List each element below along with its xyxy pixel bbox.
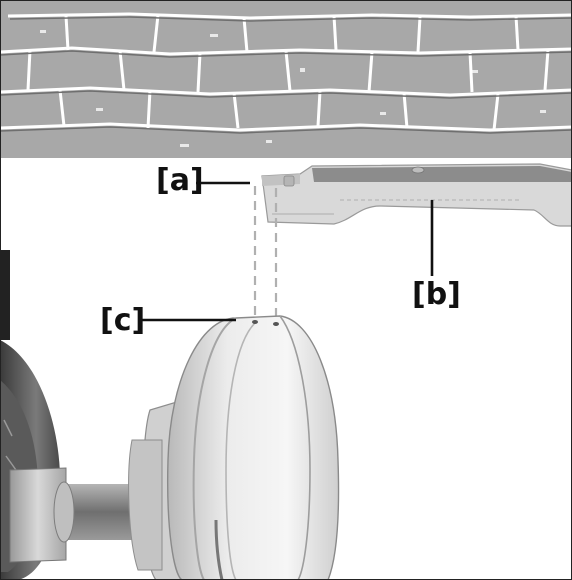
callout-a: [a]: [156, 163, 204, 198]
leader-lines: [140, 181, 434, 322]
callout-b: [b]: [412, 277, 461, 312]
alignment-guides: [253, 186, 278, 324]
callout-c: [c]: [100, 303, 146, 338]
wall-bracket: [261, 163, 572, 227]
disc-wheel: [167, 315, 340, 580]
stone-wall: [0, 0, 572, 161]
